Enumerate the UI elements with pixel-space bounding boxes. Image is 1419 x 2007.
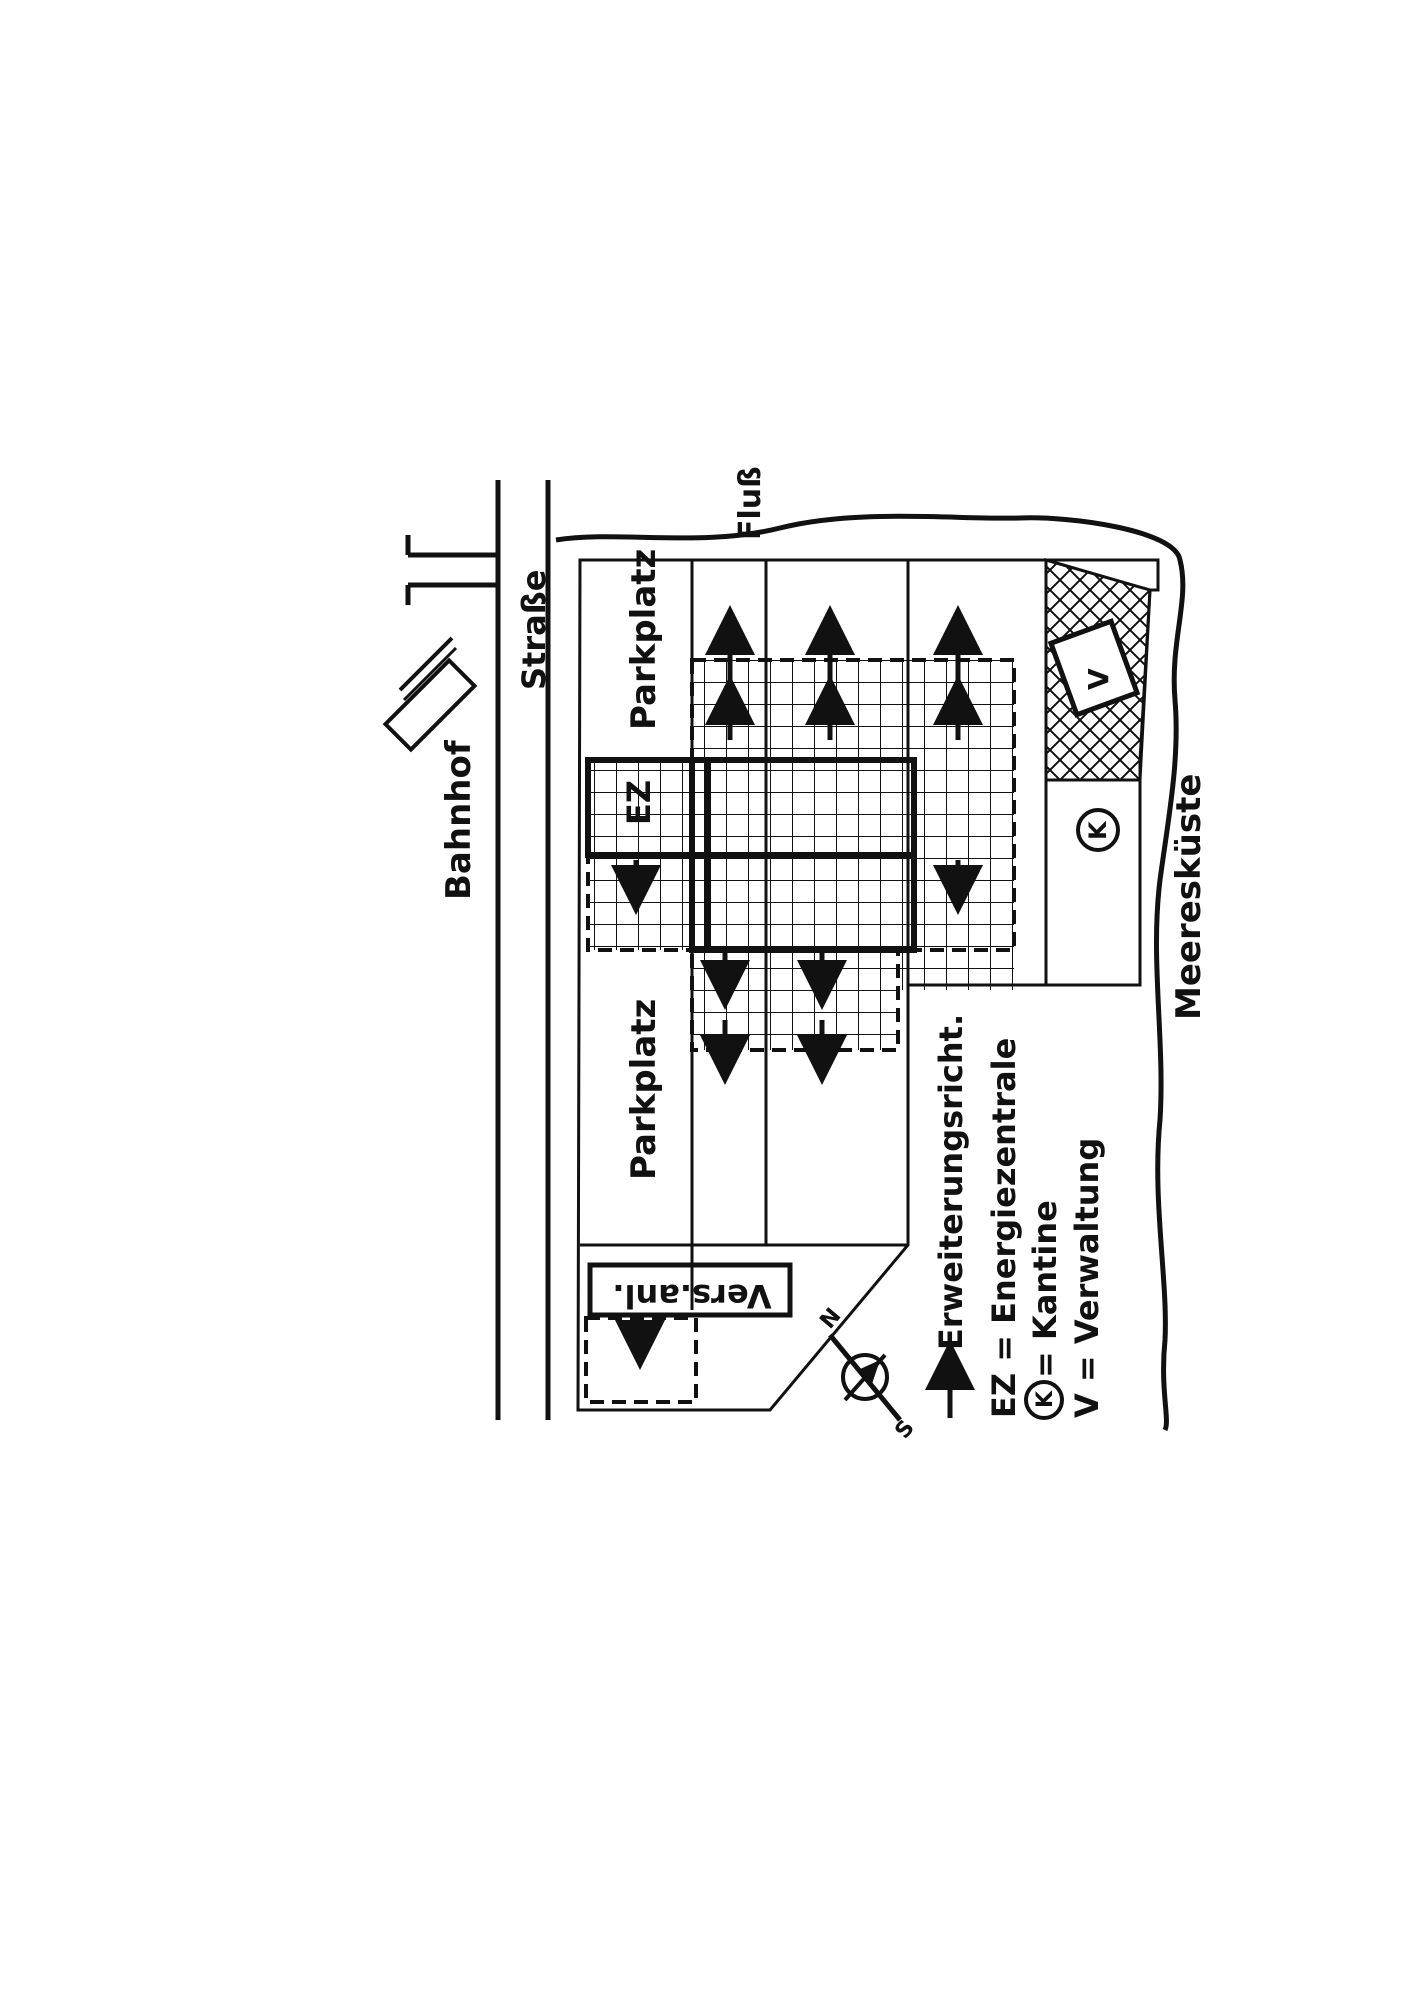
- vers-anl-building: [587, 1262, 793, 1318]
- legend-ez-text: EZ = Energiezentrale: [985, 1038, 1023, 1418]
- vers-anl-label: Vers.anl.: [612, 1277, 771, 1315]
- site-plan: Bahnhof Straße Fluß Parkplatz Park: [382, 466, 1209, 1444]
- legend: Erweiterungsricht. EZ = Energiezentrale …: [925, 1014, 1106, 1420]
- existing-building-outlines: [585, 757, 917, 953]
- compass-s-label: S: [890, 1416, 919, 1444]
- compass-icon: [828, 1333, 902, 1422]
- site-boundary: [576, 558, 1160, 1412]
- verwaltung-label: V: [1082, 668, 1115, 690]
- strasse-label: Straße: [515, 570, 553, 690]
- kantine-circle-icon: [1076, 808, 1120, 852]
- verwaltung-building: [1047, 618, 1141, 718]
- bahnhof-label: Bahnhof: [439, 739, 479, 900]
- parkplatz-top-label: Parkplatz: [624, 549, 664, 730]
- parkplatz-bottom-label: Parkplatz: [624, 999, 664, 1180]
- river-coastline: [555, 513, 1186, 1432]
- river-label: Fluß: [733, 466, 768, 540]
- legend-k-text: = Kantine: [1026, 1200, 1064, 1378]
- meereskueste-label: Meeresküste: [1169, 774, 1209, 1020]
- kantine-label: K: [1084, 820, 1112, 840]
- railway-station-icon: [382, 636, 478, 753]
- expansion-arrows: [611, 605, 983, 1370]
- legend-arrow-text: Erweiterungsricht.: [932, 1014, 970, 1350]
- legend-k-circle-icon: [1024, 1380, 1064, 1420]
- compass-n-label: N: [815, 1304, 846, 1334]
- legend-k-symbol: K: [1033, 1390, 1058, 1408]
- legend-v-text: V = Verwaltung: [1068, 1138, 1106, 1418]
- road-lines: [405, 480, 551, 1420]
- ez-label: EZ: [620, 780, 658, 825]
